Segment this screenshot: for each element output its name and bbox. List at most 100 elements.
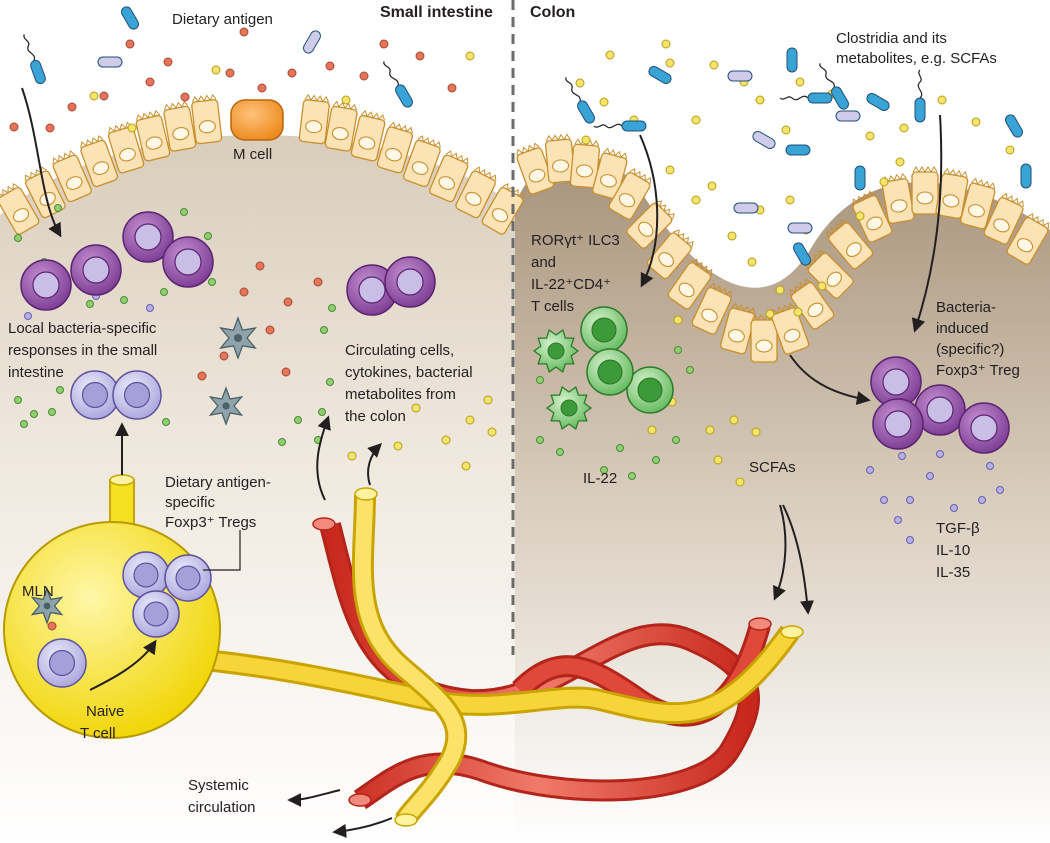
small-intestine-epithelium [0, 93, 524, 235]
metabolite-dot [487, 427, 497, 437]
arrow-yellow-vessel-up [367, 443, 382, 486]
epithelial-cell [324, 100, 358, 152]
epithelial-nucleus [385, 147, 402, 162]
epithelial-nucleus [198, 120, 216, 134]
metabolite-dot [415, 51, 425, 61]
epithelial-cell [789, 278, 835, 330]
metabolite-dot [313, 277, 323, 287]
label-circulating-3: metabolites from [345, 386, 456, 403]
label-clostridia-1: Clostridia and its [836, 30, 947, 47]
metabolite-dot [146, 304, 154, 312]
label-scfas: SCFAs [749, 459, 796, 476]
label-circulating-2: cytokines, bacterial [345, 364, 473, 381]
dendritic-cell [30, 587, 64, 625]
metabolite-dot [180, 92, 190, 102]
spiky-green-cell-nucleus [560, 399, 578, 417]
yellow-vessel-bottom-end [394, 813, 418, 827]
epithelial-nucleus [92, 161, 110, 175]
metabolite-dot [950, 504, 958, 512]
metabolite-dot [465, 51, 475, 61]
metabolite-dot [294, 416, 302, 424]
metabolite-dot [556, 448, 564, 456]
epithelial-nucleus [600, 174, 617, 188]
microvilli [971, 177, 996, 189]
bacterium-body [787, 222, 813, 234]
epithelial-cell [1006, 213, 1049, 265]
metabolite-dot [281, 367, 291, 377]
label-dietary-treg-1: Dietary antigen- [165, 474, 271, 491]
metabolite-dot [325, 61, 335, 71]
bacterium [565, 77, 595, 124]
treg-cell-nucleus [32, 271, 60, 299]
metabolite-dot [781, 125, 791, 135]
bacterium [787, 222, 813, 234]
metabolite-dot [48, 408, 56, 416]
label-bacteria-treg-4: Foxp3⁺ Treg [936, 362, 1020, 379]
metabolite-dot [661, 39, 671, 49]
blood-vessels [203, 487, 804, 827]
metabolite-dot [14, 234, 22, 242]
epithelial-cell [191, 93, 223, 145]
yellow-vessel-branch [354, 494, 465, 825]
bacterium [727, 70, 753, 82]
epithelial-nucleus [491, 208, 509, 223]
metabolite-dot [99, 91, 109, 101]
immune-cells [20, 211, 1010, 688]
metabolite-dot [665, 165, 675, 175]
label-dietary-treg-3: Foxp3⁺ Tregs [165, 514, 256, 531]
treg-cell-nucleus [970, 414, 998, 442]
label-il22: IL-22 [583, 470, 617, 487]
bacterium [1005, 114, 1023, 138]
epithelial-cell [935, 167, 969, 219]
bacterium-body [97, 56, 123, 68]
ilc3-cell [580, 306, 628, 354]
epithelial-nucleus [551, 159, 570, 173]
metabolite-dot [628, 472, 636, 480]
bacterium [97, 56, 123, 68]
label-tgfb: TGF-β [936, 520, 980, 537]
metabolite-dot [665, 58, 675, 68]
dendritic-cell [208, 386, 244, 426]
epithelial-cell [402, 135, 441, 188]
arrow-red-vessel-up [316, 415, 331, 501]
arrow-bacteria-to-treg [911, 114, 943, 333]
microvilli [191, 93, 217, 103]
microvilli [108, 121, 132, 134]
metabolite-dot [30, 410, 38, 418]
metabolite-dot [45, 123, 55, 133]
metabolite-dot [713, 455, 723, 465]
mln-treg-cell [164, 554, 212, 602]
metabolite-dot [879, 177, 889, 187]
epithelial-nucleus [12, 208, 30, 223]
colon-tissue [515, 154, 1050, 843]
metabolite-dot [318, 408, 326, 416]
epithelial-cell [983, 192, 1024, 245]
epithelial-cell [881, 172, 915, 224]
treg-cell-nucleus [882, 368, 910, 396]
lilac-cell-nucleus [81, 381, 109, 409]
metabolite-dot [359, 71, 369, 81]
metabolite-dot [996, 486, 1004, 494]
treg-cell [70, 244, 122, 296]
metabolite-dot [379, 39, 389, 49]
metabolite-dot [707, 181, 717, 191]
spiky-green-cell [532, 329, 580, 373]
epithelial-nucleus [826, 271, 842, 287]
metabolite-dot [600, 466, 608, 474]
label-il35: IL-35 [936, 564, 970, 581]
lilac-cell [112, 370, 162, 420]
epithelial-cell [959, 177, 996, 230]
microvilli [304, 93, 330, 103]
flagellum [565, 77, 581, 102]
epithelial-cell [719, 302, 756, 355]
metabolite-dot [705, 425, 715, 435]
metabolite-dot [320, 326, 328, 334]
microvilli [135, 109, 161, 121]
microvilli [417, 135, 441, 148]
epithelial-nucleus [916, 191, 934, 205]
bacteria [23, 6, 1032, 266]
bacterium [793, 242, 811, 266]
mln-treg-cell [122, 551, 170, 599]
epithelial-nucleus [465, 191, 482, 206]
red-vessel-bottom-end [348, 793, 372, 807]
